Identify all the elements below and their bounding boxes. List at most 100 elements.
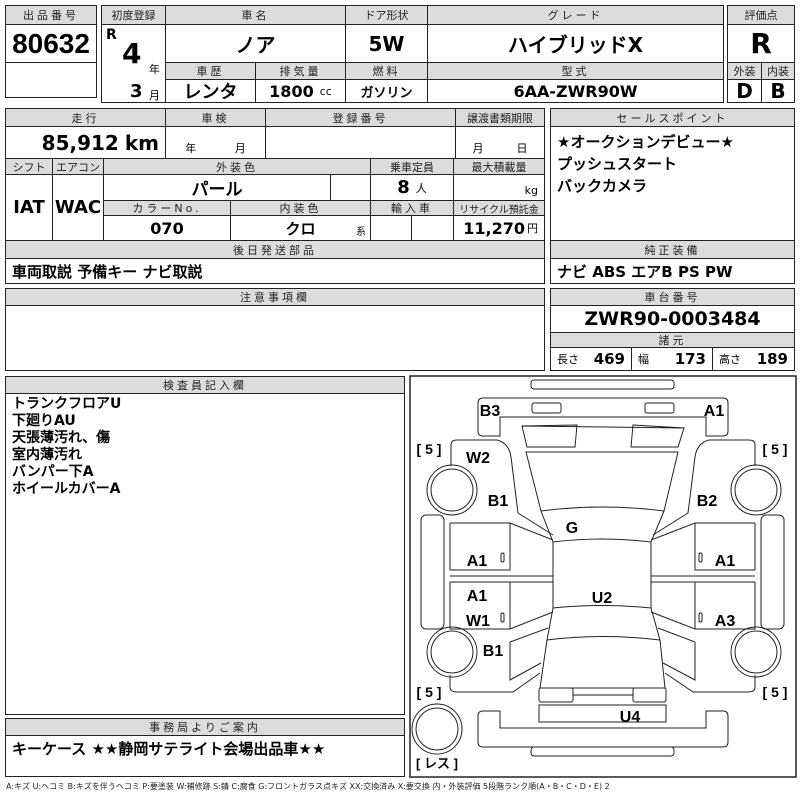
equipment-label: 純正装備 xyxy=(550,240,795,259)
ext-color-label: 外装色 xyxy=(103,158,371,175)
inspector-line: バンパー下A xyxy=(12,464,94,480)
int-color: クロ 系 xyxy=(230,215,371,241)
wheels xyxy=(411,464,782,755)
color-no: 070 xyxy=(103,215,231,241)
inspection-value: 年月 xyxy=(165,126,266,159)
mark-windshield: G xyxy=(566,520,578,537)
history-label: 車歴 xyxy=(165,62,256,80)
ext-color: パール xyxy=(103,174,331,201)
model: 6AA-ZWR90W xyxy=(427,79,724,103)
legend: A:キズ U:ヘコミ B:キズを伴うヘコミ P:要塗装 W:補修跡 S:錆 C:… xyxy=(6,782,610,791)
chassis-number: ZWR90-0003484 xyxy=(550,305,795,333)
reg-no-value xyxy=(265,126,456,159)
inspector-line: ホイールカバーA xyxy=(12,481,121,497)
ext-score-label: 外装 xyxy=(727,62,762,80)
height-value: 189 xyxy=(756,350,788,368)
shift-label: シフト xyxy=(5,158,53,175)
first-reg-value: R 4 年 3 月 xyxy=(101,24,166,103)
mark-front-left: B3 xyxy=(480,403,501,420)
aircon: WAC xyxy=(52,174,104,241)
mileage-value: 85,912 xyxy=(41,130,119,155)
mark-quarter-left: B1 xyxy=(483,643,504,660)
inspection-label: 車検 xyxy=(165,108,266,127)
tire-fl: [ 5 ] xyxy=(417,441,442,457)
lot-label: 出品番号 xyxy=(5,5,97,25)
mark-door-rl2: W1 xyxy=(466,613,490,630)
sales-point: プッシュスタート xyxy=(557,155,678,173)
tire-rr: [ 5 ] xyxy=(763,684,788,700)
mark-door-fl: A1 xyxy=(467,553,488,570)
recycle-value: 11,270 xyxy=(463,218,525,238)
inspector-line: 室内薄汚れ xyxy=(12,447,82,463)
mark-door-fr: A1 xyxy=(715,553,736,570)
ext-score: D xyxy=(727,79,762,103)
tire-spare: [ レス ] xyxy=(416,756,458,771)
sales-points: ★オークションデビュー★ プッシュスタート バックカメラ xyxy=(550,126,795,241)
import-b xyxy=(411,215,454,241)
inspector-line: トランクフロアU xyxy=(12,396,122,412)
inspector-line: 天張薄汚れ、傷 xyxy=(12,430,111,446)
later-parts-label: 後日発送部品 xyxy=(5,240,545,259)
mark-door-rr: A3 xyxy=(715,613,736,630)
recycle-label: リサイクル預託金 xyxy=(453,200,545,216)
length-label: 長さ xyxy=(557,353,579,366)
car-outline xyxy=(420,379,785,757)
notes-area xyxy=(5,305,545,371)
fuel-label: 燃料 xyxy=(345,62,428,80)
year-unit: 年 xyxy=(149,63,160,76)
mark-fender-left: W2 xyxy=(466,450,490,467)
inspection-month-unit: 月 xyxy=(234,142,246,155)
mileage-label: 走行 xyxy=(5,108,166,127)
score-label: 評価点 xyxy=(727,5,795,25)
mark-front-right: A1 xyxy=(704,403,725,420)
ext-color-extra xyxy=(330,174,371,201)
grade-label: グレード xyxy=(427,5,724,25)
import-label: 輸入車 xyxy=(370,200,454,216)
transfer-label: 譲渡書類期限 xyxy=(455,108,545,127)
inspector-line: 下廻りAU xyxy=(12,413,76,429)
sales-points-label: セールスポイント xyxy=(550,108,795,127)
diagram-border xyxy=(409,375,797,778)
int-color-unit: 系 xyxy=(356,227,366,238)
notes-label: 注意事項欄 xyxy=(5,288,545,306)
int-score: B xyxy=(761,79,795,103)
transfer-value: 月日 xyxy=(455,126,545,159)
inspector-notes: トランクフロアU 下廻りAU 天張薄汚れ、傷 室内薄汚れ バンパー下A ホイール… xyxy=(5,393,405,715)
era: R xyxy=(106,27,117,43)
sales-point: ★オークションデビュー★ xyxy=(557,133,734,151)
reg-year: 4 xyxy=(122,37,142,70)
mileage-unit: km xyxy=(124,130,159,155)
history: レンタ xyxy=(165,79,256,103)
later-parts: 車両取説 予備キー ナビ取説 xyxy=(5,258,545,284)
car-damage-diagram: B3 A1 W2 B1 B2 G A1 A1 A1 U2 W1 A3 B1 U4… xyxy=(409,375,797,778)
int-score-label: 内装 xyxy=(761,62,795,80)
fuel: ガソリン xyxy=(345,79,428,103)
reg-month: 3 xyxy=(130,81,143,102)
transfer-month-unit: 月 xyxy=(472,142,484,155)
inspection-year-unit: 年 xyxy=(185,142,197,155)
door-type: 5W xyxy=(345,24,428,63)
lot-number: 80632 xyxy=(5,24,97,63)
door-label: ドア形状 xyxy=(345,5,428,25)
capacity-unit: 人 xyxy=(415,181,427,195)
int-color-label: 内装色 xyxy=(230,200,371,216)
max-load-label: 最大積載量 xyxy=(453,158,545,175)
first-reg-label: 初度登録 xyxy=(101,5,166,25)
height-label: 高さ xyxy=(719,353,741,366)
length-value: 469 xyxy=(593,350,625,368)
mark-roof: U2 xyxy=(592,590,613,607)
tire-rl: [ 5 ] xyxy=(417,684,442,700)
int-color-value: クロ xyxy=(285,219,316,238)
car-name-label: 車名 xyxy=(165,5,346,25)
recycle-unit: 円 xyxy=(527,222,538,235)
spec-height: 高さ 189 xyxy=(712,347,795,371)
chassis-label: 車台番号 xyxy=(550,288,795,306)
grade: ハイブリッドX xyxy=(427,24,724,63)
month-unit: 月 xyxy=(149,89,160,102)
office-message: キーケース ★★静岡サテライト会場出品車★★ xyxy=(5,735,405,777)
mark-rear: U4 xyxy=(620,709,641,726)
